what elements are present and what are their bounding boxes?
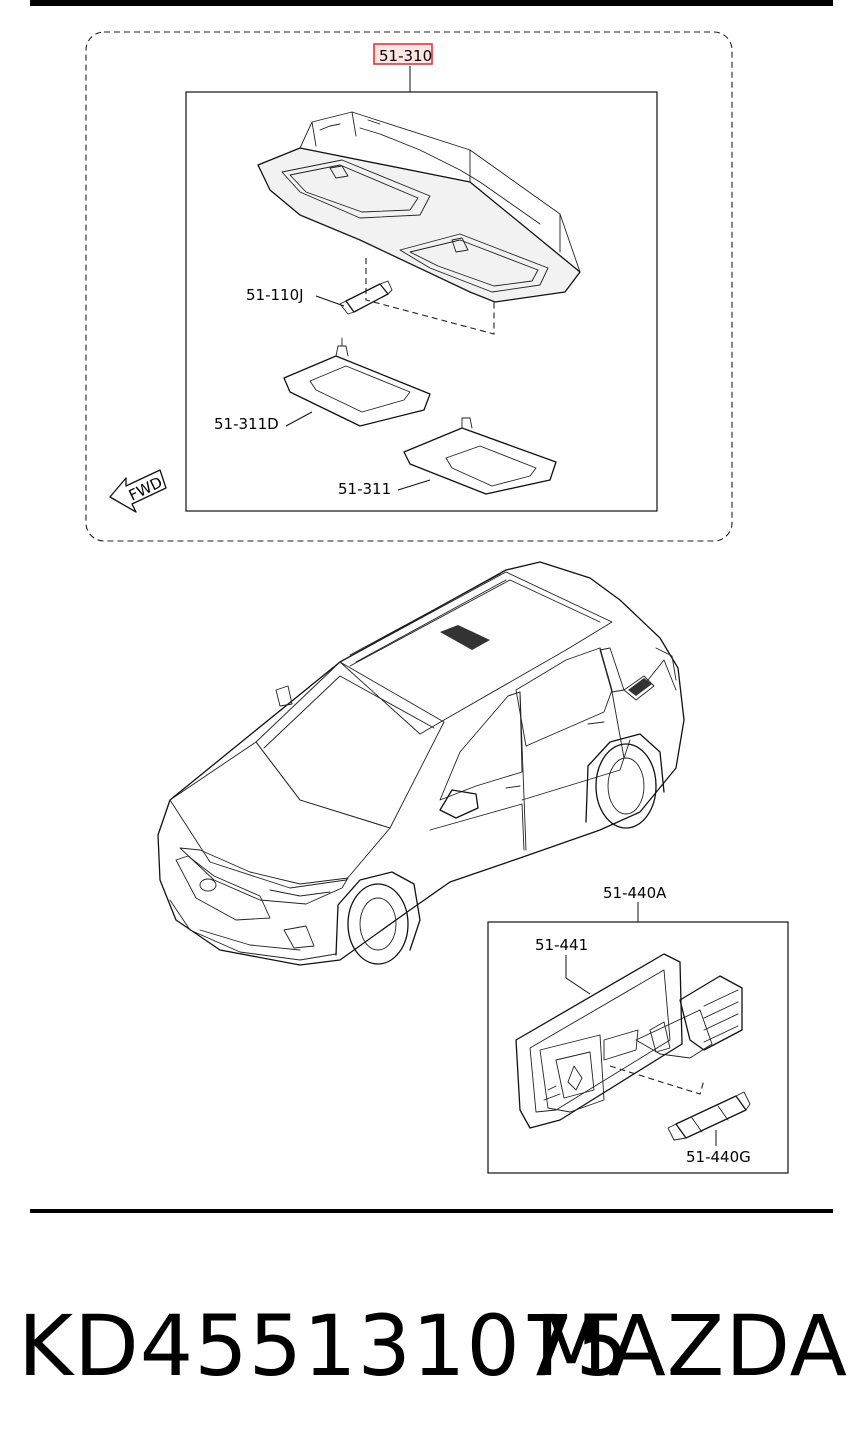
- lens-rear-label: 51-311: [338, 480, 391, 498]
- festoon-bulb-top: [339, 280, 393, 315]
- lens-front-leader: [285, 411, 313, 427]
- bulb-guide-lines: [365, 258, 495, 335]
- part-number-text: KD455131075: [18, 1297, 630, 1395]
- main-label-highlight: [373, 43, 433, 65]
- lens-rear-leader: [397, 479, 431, 491]
- vehicle-illustration: [157, 561, 685, 966]
- lamp-leader-2: [565, 977, 591, 995]
- lens-front-label: 51-311D: [214, 415, 279, 433]
- top-group-dashed-frame: [85, 31, 733, 542]
- map-lamp-lens-rear: [403, 417, 557, 495]
- bulb-label: 51-110J: [246, 286, 304, 304]
- top-group-inner-frame: [185, 91, 658, 512]
- overhead-console: [257, 111, 581, 303]
- svg-text:FWD: FWD: [126, 473, 165, 505]
- brand-text: MAZDA: [534, 1297, 848, 1395]
- bottom-main-label: 51-440A: [603, 884, 667, 902]
- bottom-bulb-guide: [609, 1065, 705, 1095]
- luggage-lamp: [515, 953, 743, 1129]
- map-lamp-lens-front: [283, 337, 431, 427]
- bottom-rule: [30, 1209, 833, 1213]
- top-rule: [30, 0, 833, 6]
- bottom-bulb-label: 51-440G: [686, 1148, 751, 1166]
- main-part-label: 51-310: [379, 47, 432, 65]
- lamp-label: 51-441: [535, 936, 588, 954]
- festoon-bulb-bottom: [667, 1091, 751, 1141]
- fwd-arrow-icon: FWD: [109, 469, 167, 513]
- bottom-group-frame: [487, 921, 789, 1174]
- bulb-leader: [315, 295, 345, 307]
